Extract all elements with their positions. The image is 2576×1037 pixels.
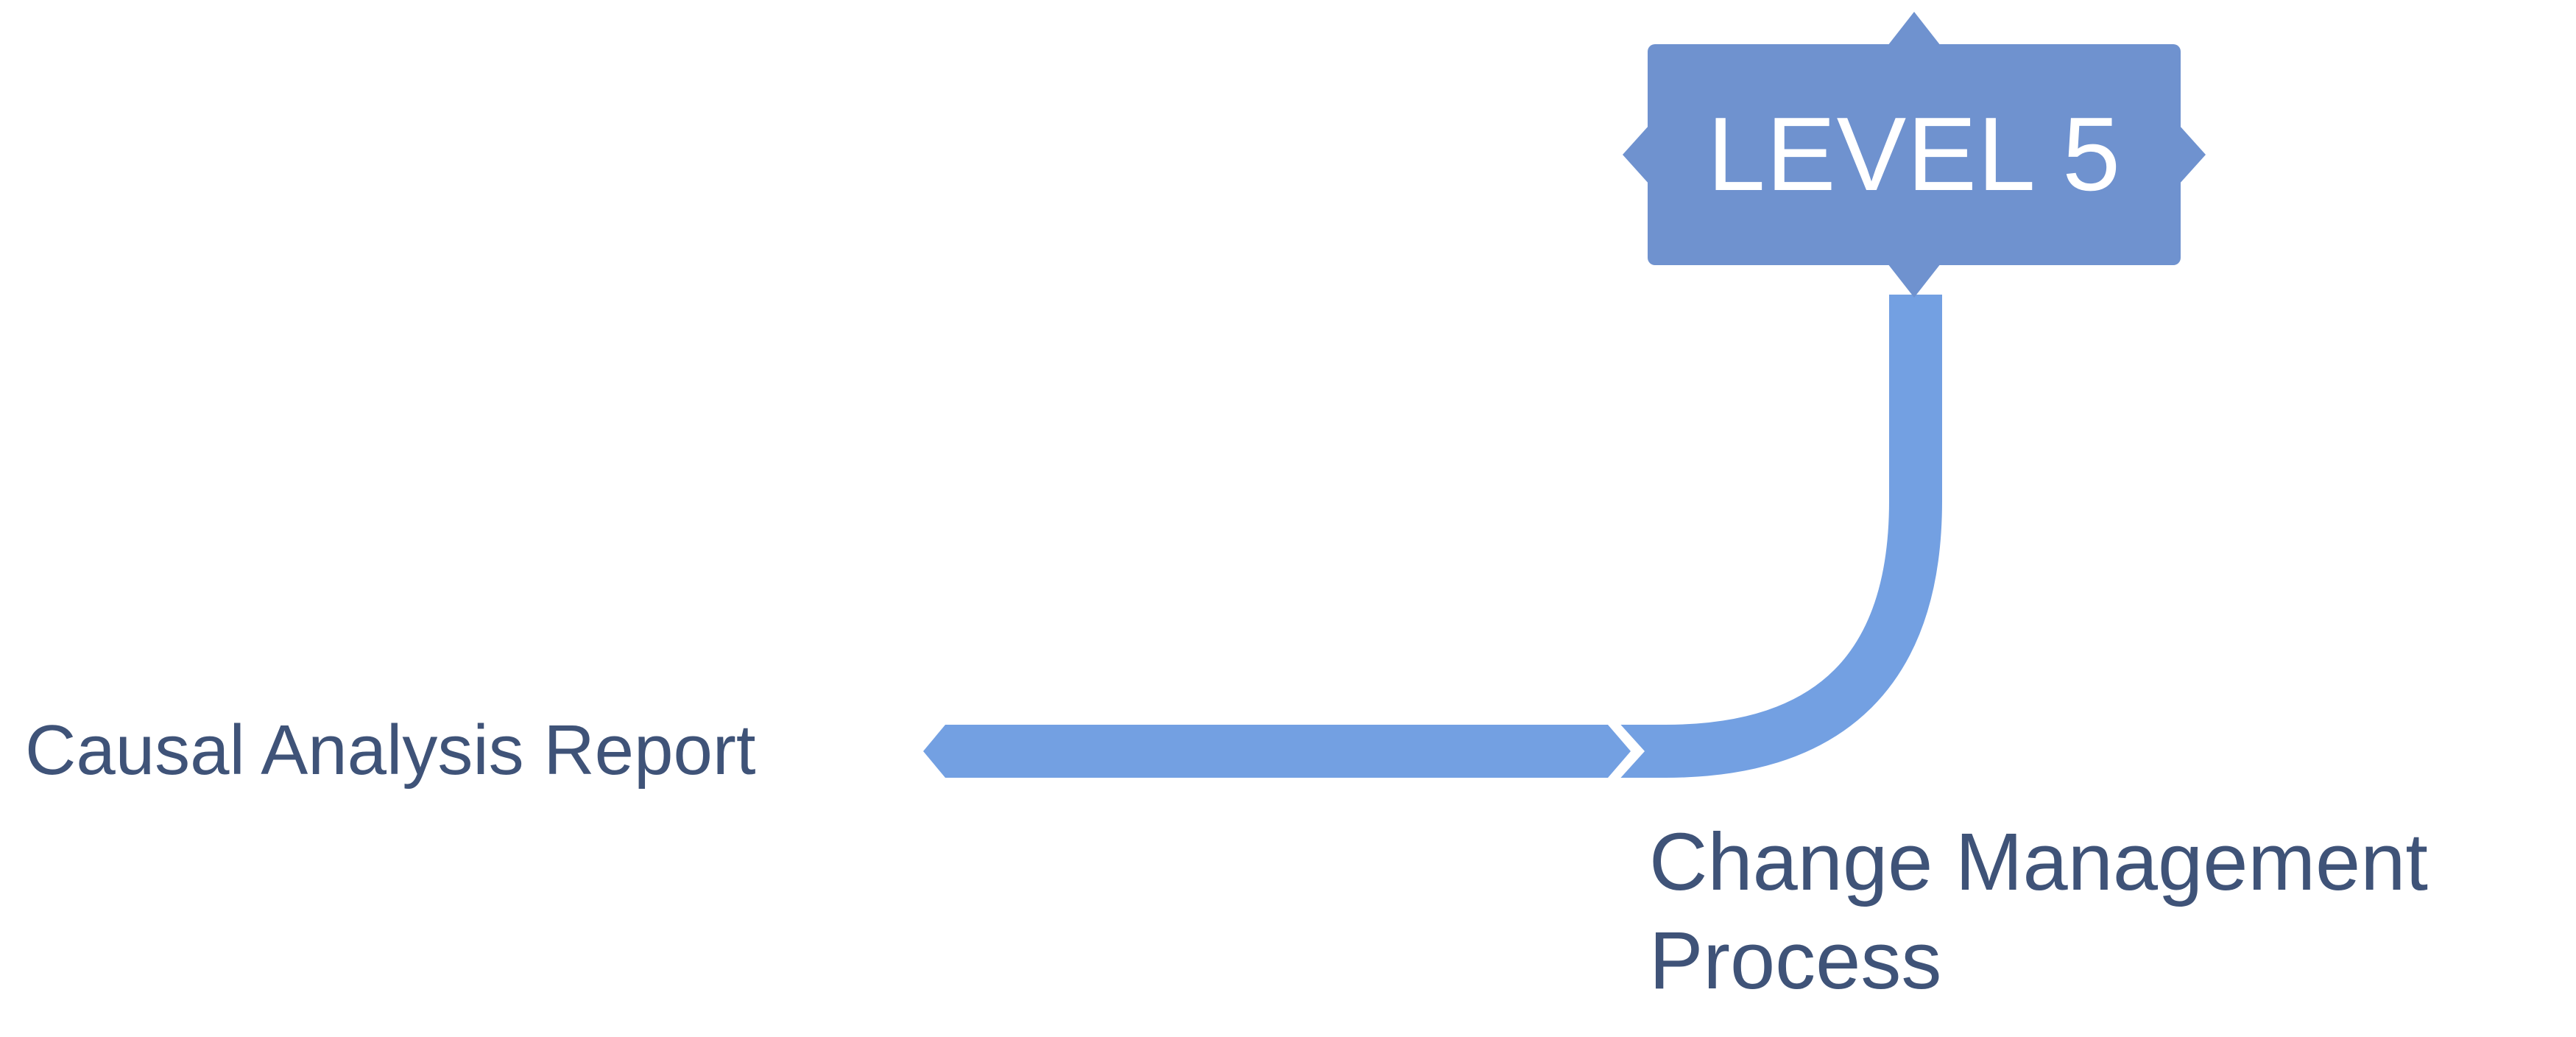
junction-notch <box>1617 725 1643 778</box>
junction-separator <box>1608 720 1645 782</box>
level-node-shape <box>1623 12 2206 298</box>
node-change-management-line1: Change Management <box>1649 817 2428 907</box>
node-change-management-line2: Process <box>1649 915 1942 1007</box>
level-node-label: LEVEL 5 <box>1707 96 2122 213</box>
connector-curve <box>1643 295 1942 778</box>
node-change-management-process: Change Management Process <box>1649 813 2428 1010</box>
branch-arrow-causal-analysis <box>923 725 1631 778</box>
node-causal-analysis-report: Causal Analysis Report <box>25 707 755 793</box>
node-causal-analysis-report-text: Causal Analysis Report <box>25 711 756 790</box>
